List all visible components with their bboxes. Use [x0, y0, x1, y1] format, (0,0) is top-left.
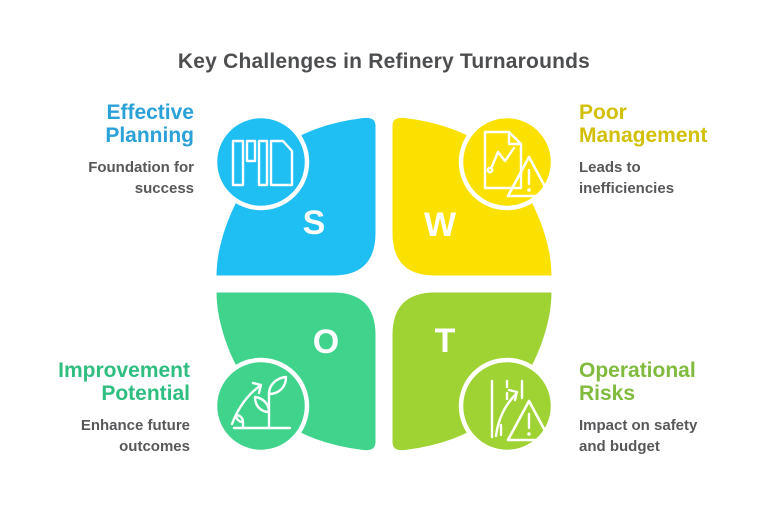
opportunities-letter: O [313, 323, 339, 361]
swot-petals [213, 114, 555, 454]
strengths-label-block: Effective Planning Foundation for succes… [22, 101, 194, 199]
warning-exclamation-dot [527, 432, 531, 436]
threats-label-block: Operational Risks Impact on safety and b… [579, 359, 751, 457]
weaknesses-letter: W [424, 206, 457, 244]
warning-exclamation-dot [527, 188, 531, 192]
chart-line [490, 146, 516, 169]
document-shape [269, 139, 294, 187]
road-hazard-icon [490, 379, 552, 442]
threats-heading: Operational Risks [579, 359, 696, 405]
bar-tall-2 [257, 139, 269, 187]
weaknesses-petal [389, 114, 555, 279]
opportunities-heading: Improvement Potential [58, 359, 190, 405]
strengths-subtitle: Foundation for success [88, 159, 194, 197]
chart-point [486, 166, 494, 174]
warning-triangle [506, 155, 552, 198]
lane-arrow-curve [494, 392, 518, 438]
report-page [483, 130, 523, 190]
weaknesses-subtitle: Leads to inefficiencies [579, 159, 675, 197]
growth-arrow-head [251, 381, 263, 395]
lane-arrow-head [507, 388, 519, 402]
weaknesses-label-block: Poor Management Leads to inefficiencies [579, 101, 751, 199]
planning-documents-icon [231, 139, 294, 187]
opportunities-petal [213, 289, 379, 454]
diagram-title: Key Challenges in Refinery Turnarounds [177, 50, 591, 73]
weaknesses-icon-circle [458, 113, 556, 211]
growth-plant-arrow-icon [230, 375, 292, 430]
strengths-heading: Effective Planning [105, 101, 194, 147]
sprout-leaf [234, 413, 245, 424]
strengths-letter: S [303, 204, 326, 242]
strengths-icon-circle [212, 113, 310, 211]
warning-triangle [506, 399, 552, 442]
opportunities-subtitle: Enhance future outcomes [80, 417, 190, 455]
threats-subtitle: Impact on safety and budget [579, 417, 698, 455]
growth-arrow-curve [230, 384, 262, 426]
opportunities-icon-circle [212, 357, 310, 455]
opportunities-label-block: Improvement Potential Enhance future out… [18, 359, 190, 457]
page-fold [507, 130, 523, 146]
strengths-petal [213, 114, 379, 279]
weaknesses-heading: Poor Management [579, 101, 708, 147]
bar-tall-1 [231, 139, 245, 187]
plant-leaf-right [267, 375, 288, 396]
plant-leaf-left [253, 395, 271, 414]
threats-letter: T [435, 322, 456, 360]
threats-petal [389, 289, 555, 454]
declining-report-warning-icon [483, 130, 552, 198]
bar-short [245, 139, 257, 163]
